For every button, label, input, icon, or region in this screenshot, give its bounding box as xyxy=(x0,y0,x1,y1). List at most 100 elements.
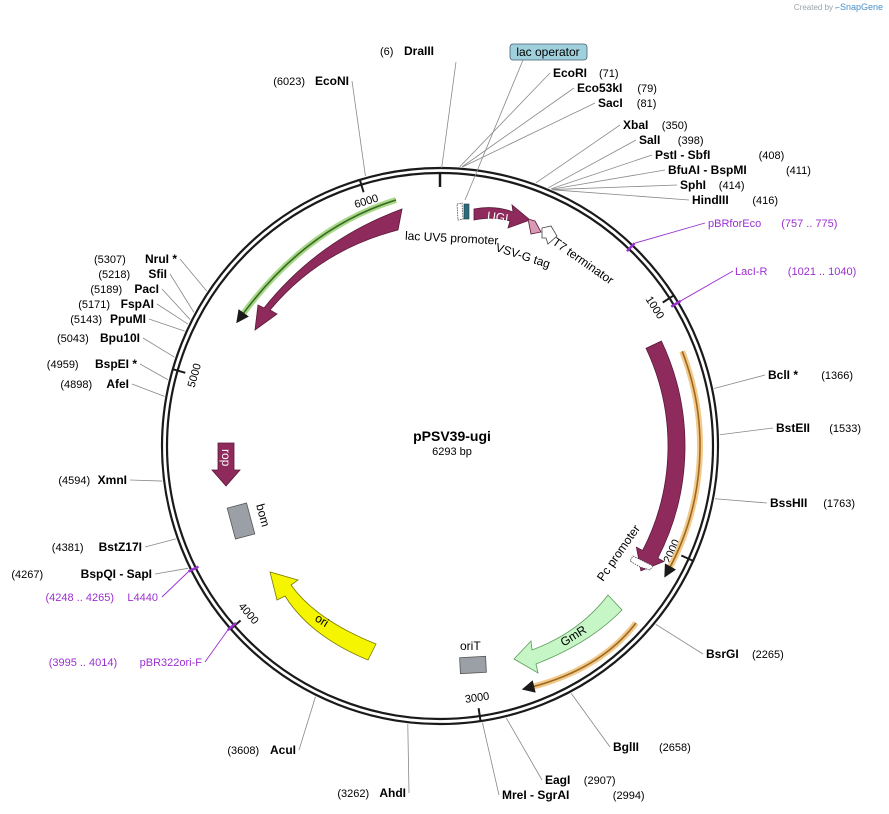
primer-label-pbr322ori-f[interactable]: pBR322ori-F(3995 .. 4014) xyxy=(49,657,203,669)
credit-brand: SnapGene xyxy=(839,2,883,12)
site-name: AfeI xyxy=(106,377,129,391)
site-position: (4267) xyxy=(11,569,43,581)
site-position: (5171) xyxy=(78,299,110,311)
site-position: (1763) xyxy=(823,498,855,510)
site-name: HindIII xyxy=(692,193,729,207)
site-label-bspei[interactable]: BspEI *(4959) xyxy=(47,357,138,371)
site-label-fspai[interactable]: FspAI(5171) xyxy=(78,297,154,311)
site-label-psti[interactable]: PstI - SbfI(408) xyxy=(655,148,784,162)
bom-label: bom xyxy=(253,502,273,528)
site-leader xyxy=(142,337,175,358)
pc-promoter-label: Pc promoter xyxy=(594,522,643,584)
orit-box[interactable] xyxy=(459,655,487,675)
site-position: (3262) xyxy=(337,788,369,800)
t7-terminator-icon xyxy=(541,225,558,245)
site-position: (3608) xyxy=(227,745,259,757)
primer-tick xyxy=(670,299,682,308)
site-name: BssHII xyxy=(770,496,807,510)
primer-range: (4248 .. 4265) xyxy=(46,592,115,604)
rop-arrow[interactable] xyxy=(211,442,241,487)
site-label-acui[interactable]: AcuI(3608) xyxy=(227,743,296,757)
site-label-paci[interactable]: PacI(5189) xyxy=(90,282,159,296)
pro1600-rep-arrow[interactable] xyxy=(254,208,403,331)
site-label-draiii[interactable]: (6)DraIII xyxy=(380,44,434,58)
site-position: (398) xyxy=(678,135,704,147)
site-position: (2658) xyxy=(659,742,691,754)
site-label-sali[interactable]: SalI (398) xyxy=(639,133,703,147)
site-position: (408) xyxy=(759,150,785,162)
site-label-econi[interactable]: EcoNI(6023) xyxy=(273,74,349,88)
site-label-ahdi[interactable]: AhdI(3262) xyxy=(337,786,406,800)
site-name: BspQI - SapI xyxy=(81,567,152,581)
site-leader xyxy=(462,102,596,168)
snapgene-credit: Created by ⌐SnapGene xyxy=(794,2,883,12)
site-labels: (6)DraIII EcoRI(71)Eco53kI(79)SacI(81) Xba… xyxy=(11,44,861,802)
site-position: (6023) xyxy=(273,76,305,88)
site-position: (79) xyxy=(637,83,657,95)
site-leader xyxy=(441,61,457,169)
site-leader xyxy=(407,724,410,794)
site-label-bspqi[interactable]: BspQI - SapI (4267) xyxy=(11,567,152,581)
primer-label-l4440[interactable]: L4440(4248 .. 4265) xyxy=(46,592,159,604)
site-label-ppumi[interactable]: PpuMI(5143) xyxy=(70,312,146,326)
snapgene-logo-icon: ⌐ xyxy=(835,3,840,12)
site-leader xyxy=(552,189,690,201)
primer-range: (3995 .. 4014) xyxy=(49,657,118,669)
site-leader xyxy=(713,374,766,389)
pro1600-primer-arrow xyxy=(236,199,397,324)
site-position: (81) xyxy=(637,98,657,110)
site-name: EagI xyxy=(545,773,570,787)
primer-name: LacI-R xyxy=(735,266,767,278)
site-label-saci[interactable]: SacI(81) xyxy=(598,96,656,110)
vsvg-tag-shape xyxy=(527,218,542,235)
site-label-sfii[interactable]: SfiI (5218) xyxy=(98,267,167,281)
plasmid-name: pPSV39-ugi xyxy=(413,428,491,444)
ugi-arrow[interactable] xyxy=(473,204,531,229)
gmr-primer-arrow xyxy=(521,622,637,693)
site-label-bpu10i[interactable]: Bpu10I(5043) xyxy=(57,331,140,345)
primer-label-laci-r[interactable]: LacI-R(1021 .. 1040) xyxy=(735,266,856,278)
site-name: SfiI xyxy=(148,267,167,281)
site-label-mrei[interactable]: MreI - SgrAI(2994) xyxy=(502,788,645,802)
site-position: (2265) xyxy=(752,649,784,661)
site-label-ecori[interactable]: EcoRI(71) xyxy=(553,66,619,80)
site-label-xmni[interactable]: XmnI(4594) xyxy=(58,473,127,487)
tick-label: 3000 xyxy=(464,690,490,705)
site-label-bsshii[interactable]: BssHII (1763) xyxy=(770,496,855,510)
site-label-bfuai[interactable]: BfuAI - BspMI(411) xyxy=(668,163,811,177)
primer-label-pbrforeco[interactable]: pBRforEco(757 .. 775) xyxy=(708,218,837,230)
site-label-sphi[interactable]: SphI(414) xyxy=(680,178,744,192)
site-label-eco53ki[interactable]: Eco53kI(79) xyxy=(577,81,657,95)
site-label-xbai[interactable]: XbaI(350) xyxy=(623,118,687,132)
tick-mark xyxy=(358,179,365,193)
gmr-arrow[interactable] xyxy=(513,594,623,674)
site-label-nrui[interactable]: NruI *(5307) xyxy=(94,252,177,266)
site-label-bglii[interactable]: BglII(2658) xyxy=(613,740,691,754)
site-label-bstz17i[interactable]: BstZ17I(4381) xyxy=(52,540,142,554)
laci-arrow[interactable] xyxy=(635,340,686,572)
lac-operator-leader xyxy=(464,59,524,201)
bom-box[interactable] xyxy=(226,502,256,540)
site-leader xyxy=(154,567,189,575)
site-position: (2994) xyxy=(613,790,645,802)
site-leader xyxy=(719,427,774,436)
lac-operator-box[interactable] xyxy=(509,43,588,61)
rop-label: rop xyxy=(219,449,233,467)
site-label-bsteii[interactable]: BstEII (1533) xyxy=(776,421,861,435)
site-position: (5218) xyxy=(98,269,130,281)
site-label-hindiii[interactable]: HindIII(416) xyxy=(692,193,778,207)
site-leader xyxy=(535,124,621,184)
vsvg-label: VSV-G tag xyxy=(494,240,552,271)
site-name: BstEII xyxy=(776,421,810,435)
site-label-bcli[interactable]: BclI *(1366) xyxy=(768,368,853,382)
site-name: SalI xyxy=(639,133,660,147)
site-leader xyxy=(179,258,208,292)
ori-arrow[interactable] xyxy=(269,571,377,661)
site-position: (1533) xyxy=(829,423,861,435)
site-label-eagi[interactable]: EagI(2907) xyxy=(545,773,616,787)
site-leader xyxy=(131,383,165,397)
site-label-afei[interactable]: AfeI (4898) xyxy=(60,377,129,391)
site-label-bsrgi[interactable]: BsrGI(2265) xyxy=(706,647,784,661)
site-position: (4898) xyxy=(60,379,92,391)
